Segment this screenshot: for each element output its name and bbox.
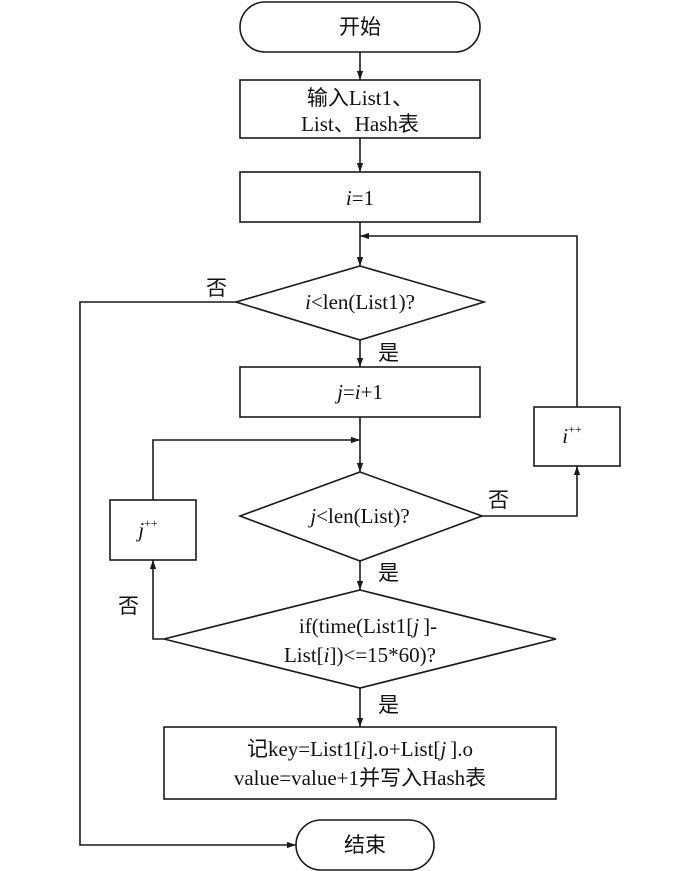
input-line-2: List、Hash表	[301, 112, 419, 136]
connectors	[79, 52, 581, 849]
cond-i-diamond: i<len(List1)?	[233, 265, 487, 341]
edge-labels: 是 否 是 否 是 否	[118, 276, 509, 717]
label-no-cond-j: 否	[488, 488, 509, 512]
cond-i-text: i<len(List1)?	[305, 290, 415, 314]
cond-j-diamond: j<len(List)?	[237, 471, 485, 562]
cond-time-line-1: if(time(List1[j]-	[299, 614, 437, 638]
end-label: 结束	[344, 833, 386, 857]
init-i-text: i=1	[346, 186, 374, 210]
init-j-box: j=i+1	[239, 366, 481, 418]
input-line-1: 输入List1、	[307, 86, 413, 110]
init-i-box: i=1	[239, 171, 481, 223]
inc-i-text: i++	[562, 422, 582, 448]
start-node: 开始	[239, 1, 481, 53]
arrow-inc-j-loop	[152, 436, 360, 500]
cond-time-line-2: List[i])<=15*60)?	[284, 643, 436, 667]
record-line-2: value=value+1并写入Hash表	[234, 766, 486, 790]
label-no-cond-i: 否	[206, 276, 227, 300]
label-yes-cond-time: 是	[378, 693, 399, 717]
inc-i-box: i++	[533, 406, 621, 467]
arrow-cond-i-no-to-end	[79, 301, 296, 849]
cond-time-diamond: if(time(List1[j]- List[i])<=15*60)?	[163, 589, 557, 689]
record-line-1: 记key=List1[i].o+List[j].o	[247, 737, 473, 761]
init-j-text: j=i+1	[334, 380, 383, 404]
label-yes-cond-i: 是	[378, 341, 399, 365]
label-yes-cond-j: 是	[378, 561, 399, 585]
input-box: 输入List1、 List、Hash表	[239, 79, 481, 139]
inc-j-box: j++	[109, 499, 197, 561]
cond-j-text: j<len(List)?	[307, 504, 409, 528]
start-label: 开始	[339, 15, 381, 39]
end-node: 结束	[295, 819, 435, 871]
label-no-cond-time: 否	[118, 594, 139, 618]
arrow-inc-i-loop	[360, 232, 578, 407]
arrow-cond-j-no-to-inc-i	[482, 466, 581, 517]
record-box: 记key=List1[i].o+List[j].o value=value+1并…	[163, 726, 557, 800]
inc-j-text: j++	[135, 516, 158, 542]
arrow-cond-time-no-to-inc-j	[149, 560, 164, 640]
